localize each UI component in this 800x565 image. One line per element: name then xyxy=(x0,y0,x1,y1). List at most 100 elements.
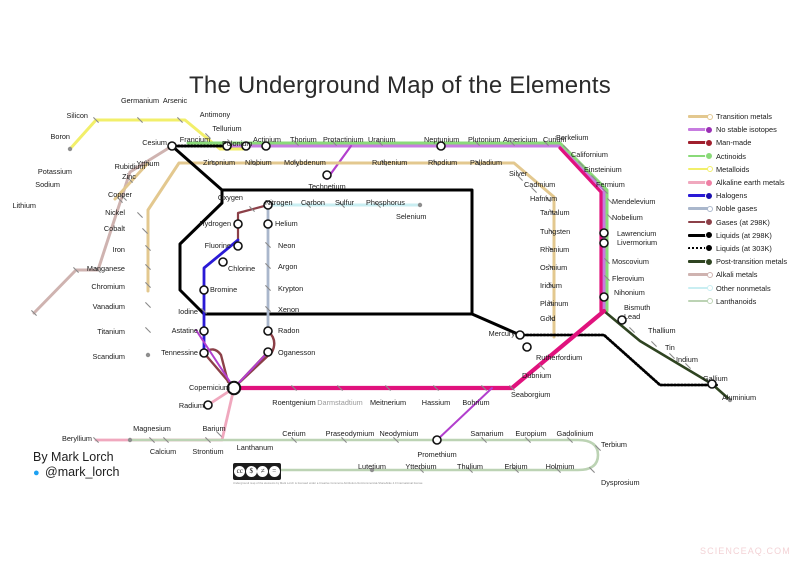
station-tick[interactable] xyxy=(163,437,169,443)
station-tick[interactable] xyxy=(305,202,311,208)
station-label[interactable]: Meitnerium xyxy=(369,398,407,407)
station-tick[interactable] xyxy=(555,467,561,473)
station-tick[interactable] xyxy=(548,264,554,270)
station-tick[interactable] xyxy=(418,467,424,473)
station-node[interactable] xyxy=(522,342,532,352)
station-tick[interactable] xyxy=(517,175,523,181)
station-label[interactable]: Barium xyxy=(202,424,226,433)
station-tick[interactable] xyxy=(137,212,143,218)
legend-item[interactable]: Post-transition metals xyxy=(688,255,796,268)
station-tick[interactable] xyxy=(331,140,337,146)
station-label[interactable]: Ytterbium xyxy=(405,462,437,471)
station-node[interactable] xyxy=(199,326,209,336)
station-label[interactable]: Einsteinium xyxy=(584,165,622,174)
station-node[interactable] xyxy=(233,219,243,229)
station-tick[interactable] xyxy=(145,282,151,288)
station-label[interactable]: Chlorine xyxy=(228,264,256,273)
station-label[interactable]: Lanthanum xyxy=(236,443,274,452)
legend-item[interactable]: Halogens xyxy=(688,189,796,202)
station-label[interactable]: Tantalum xyxy=(540,208,570,217)
station-tick[interactable] xyxy=(595,445,601,451)
station-node[interactable] xyxy=(599,292,609,302)
station-label[interactable]: Flerovium xyxy=(612,274,645,283)
station-label[interactable]: Bohrium xyxy=(462,398,490,407)
station-tick[interactable] xyxy=(145,302,151,308)
station-label[interactable]: Nitrogen xyxy=(265,198,293,207)
station-label[interactable]: Yttrium xyxy=(136,159,160,168)
station-tick[interactable] xyxy=(475,160,481,166)
station-label[interactable]: Rhenium xyxy=(540,245,570,254)
station-label[interactable]: Iridium xyxy=(540,281,562,290)
station-terminus[interactable] xyxy=(67,146,73,152)
station-label[interactable]: Cadmium xyxy=(524,180,556,189)
station-tick[interactable] xyxy=(602,188,608,194)
legend-item[interactable]: Liquids (at 303K) xyxy=(688,242,796,255)
station-node[interactable] xyxy=(241,141,251,151)
station-node[interactable] xyxy=(263,200,273,210)
station-tick[interactable] xyxy=(149,437,155,443)
station-tick[interactable] xyxy=(474,140,480,146)
station-tick[interactable] xyxy=(591,175,597,181)
station-tick[interactable] xyxy=(137,117,143,123)
station-tick[interactable] xyxy=(549,209,555,215)
station-label[interactable]: Manganese xyxy=(86,264,125,273)
station-tick[interactable] xyxy=(341,437,347,443)
station-tick[interactable] xyxy=(589,467,595,473)
station-label[interactable]: Tennessine xyxy=(161,348,198,357)
station-node[interactable] xyxy=(322,170,332,180)
station-label[interactable]: Platinum xyxy=(540,299,569,308)
station-tick[interactable] xyxy=(509,385,515,391)
station-tick[interactable] xyxy=(145,264,151,270)
station-tick[interactable] xyxy=(629,327,635,333)
station-label[interactable]: Copernicium xyxy=(189,383,230,392)
station-tick[interactable] xyxy=(531,187,537,193)
station-label[interactable]: Nihonium xyxy=(614,288,645,297)
station-tick[interactable] xyxy=(145,327,151,333)
station-label[interactable]: Beryllium xyxy=(61,434,92,443)
station-tick[interactable] xyxy=(201,308,207,314)
station-tick[interactable] xyxy=(685,363,691,369)
station-tick[interactable] xyxy=(481,385,487,391)
station-node[interactable] xyxy=(167,141,177,151)
station-label[interactable]: Erbium xyxy=(504,462,528,471)
station-label[interactable]: Lead xyxy=(624,312,641,321)
station-tick[interactable] xyxy=(93,117,99,123)
station-label[interactable]: Dysprosium xyxy=(601,478,640,487)
station-tick[interactable] xyxy=(293,160,299,166)
station-label[interactable]: Seaborgium xyxy=(511,390,551,399)
station-label[interactable]: Radon xyxy=(278,326,300,335)
station-node[interactable] xyxy=(436,141,446,151)
station-tick[interactable] xyxy=(651,341,657,347)
station-node[interactable] xyxy=(599,238,609,248)
legend-item[interactable]: Liquids (at 298K) xyxy=(688,229,796,242)
station-label[interactable]: Darmstadtium xyxy=(317,398,363,407)
station-tick[interactable] xyxy=(265,263,271,269)
station-tick[interactable] xyxy=(145,160,151,166)
station-node[interactable] xyxy=(233,241,243,251)
station-node[interactable] xyxy=(263,219,273,229)
station-tick[interactable] xyxy=(548,315,554,321)
station-label[interactable]: Silicon xyxy=(66,111,89,120)
station-label[interactable]: Fluorine xyxy=(204,241,231,250)
station-label[interactable]: Gadolinium xyxy=(556,429,594,438)
station-tick[interactable] xyxy=(545,196,551,202)
station-label[interactable]: Antimony xyxy=(199,110,231,119)
station-tick[interactable] xyxy=(142,228,148,234)
station-label[interactable]: Rhodium xyxy=(428,158,458,167)
station-label[interactable]: Xenon xyxy=(278,305,300,314)
station-label[interactable]: Argon xyxy=(278,262,298,271)
station-tick[interactable] xyxy=(227,139,233,145)
station-tick[interactable] xyxy=(509,140,515,146)
station-label[interactable]: Roentgenium xyxy=(272,398,316,407)
station-label[interactable]: Osmium xyxy=(540,263,568,272)
station-label[interactable]: Magnesium xyxy=(133,424,171,433)
station-tick[interactable] xyxy=(31,310,37,316)
station-label[interactable]: Bismuth xyxy=(624,303,651,312)
station-node[interactable] xyxy=(432,435,442,445)
station-label[interactable]: Curium xyxy=(543,135,567,144)
station-label[interactable]: Neon xyxy=(278,241,296,250)
station-label[interactable]: Thallium xyxy=(648,326,676,335)
station-label[interactable]: Copper xyxy=(108,190,132,199)
station-label[interactable]: Titanium xyxy=(97,327,125,336)
station-tick[interactable] xyxy=(375,202,381,208)
